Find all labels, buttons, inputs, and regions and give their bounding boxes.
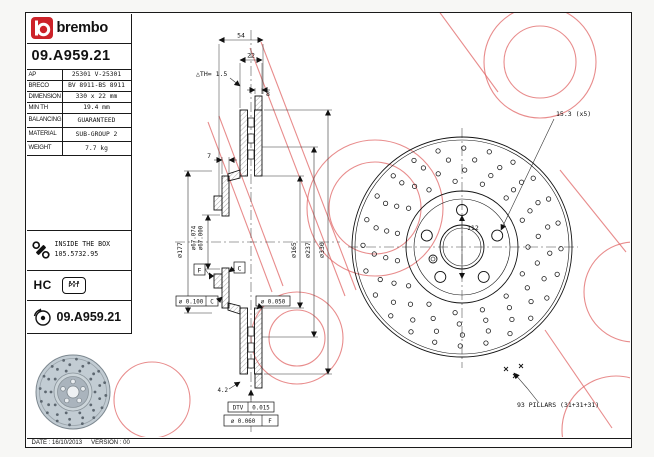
pvt-dots [68,280,79,283]
footer-date: DATE : 16/10/2013 [31,439,83,446]
spec-label: BRECO [27,80,63,91]
panel-spacer [26,156,131,231]
pin-hole [428,254,438,264]
spec-label: MIN TH [27,102,63,113]
dim-pcd: 112 [467,224,479,232]
footer-bar: DATE : 16/10/2013 VERSION : 00 [26,437,631,447]
svg-text:C: C [210,300,214,306]
svg-text:DTV: DTV [233,406,244,412]
svg-text:0.015: 0.015 [252,406,270,412]
spec-label: MATERIAL [27,127,63,141]
drilled-holes [360,145,564,349]
spec-value: BV 8911-BS 8911 [68,82,125,89]
svg-text:⌀ 0.060: ⌀ 0.060 [231,419,256,425]
box-label-part-number: 09.A959.21 [56,309,122,324]
datum-f-triangle [209,272,214,280]
brembo-logo-icon [30,17,53,39]
part-number-row: 09.A959.21 [26,44,131,70]
datum-c-flag: C [238,264,242,272]
dim-vane-gap: 8 [266,90,270,98]
hat-flange-edge [413,198,511,296]
brand-wordmark: brembo [56,20,109,36]
dia-bore-min: ⌀67.000 [199,225,205,250]
dim-plate: 4.2 [218,388,228,394]
dim-thickness: 22 [247,52,255,60]
spec-value: 25301 V-25301 [71,71,122,78]
wrench-icon [31,241,50,259]
tolerance-frame-flatness: ⌀ 0.050 [255,295,291,310]
pillars-note: 93 PILLARS (31+31+31) [517,401,599,409]
disc-thumbnail [35,354,111,430]
spec-value: 330 x 22 mm [75,93,118,100]
dia-friction-inner: ⌀165 [290,242,298,258]
box-label-row: 09.A959.21 [27,301,131,333]
spec-row-weight: WEIGHT 7.7 kg [26,141,131,156]
part-number: 09.A959.21 [31,48,111,64]
pvt-badge-icon: PVT [61,276,86,294]
spec-row-breco: BRECO BV 8911-BS 8911 [26,80,131,92]
dim-hat-wall: 7 [207,152,211,160]
badges-row: HC PVT [26,271,131,301]
dia-vane-inner: ⌀237 [304,242,312,258]
spec-row-ap: AP 25301 V-25301 [26,69,131,81]
inside-the-box-code: 105.5732.95 [54,250,99,258]
dtv-frame: DTV 0.015 [227,389,275,413]
front-view: 112 15.3 (x5) 93 PILLARS (31+31+31) [348,110,599,409]
inside-the-box-row: INSIDE THE BOX 105.5732.95 [26,231,131,271]
pvt-badge-label: PVT [68,282,80,289]
disc-outer-edge [351,136,573,358]
spec-label: BALANCING [27,113,63,127]
spec-row-material: MATERIAL SUB-GROUP 2 [26,127,131,142]
svg-text:⌀ 0.050: ⌀ 0.050 [261,300,286,306]
spec-value: SUB-GROUP 2 [75,130,118,138]
dim-overall-width: 54 [237,32,245,40]
svg-text:⌀ 0.100: ⌀ 0.100 [179,300,204,306]
spec-row-min-th: MIN TH 19.4 mm [26,102,131,114]
spec-label: AP [27,69,63,80]
brand-header: brembo [26,14,131,44]
friction-inner-edge [405,190,519,304]
spec-value: 7.7 kg [85,144,108,152]
svg-text:F: F [268,419,272,425]
spec-value: GUARANTEED [77,116,116,124]
brembo-watermark [113,13,630,437]
disc-cross-section [213,95,263,389]
dia-hat-flange: ⌀177 [176,242,184,258]
thumb-bolt-holes [60,378,86,404]
inside-the-box-label: INSIDE THE BOX [54,240,111,249]
section-view: 54 22 △TH= 1.5 8 7 ⌀177 ⌀67.074 ⌀67.000 … [175,30,340,432]
min-thickness-note: △TH= 1.5 [196,70,227,78]
hc-badge: HC [33,278,52,292]
thumb-bore [66,385,80,399]
spec-value: 19.4 mm [83,104,110,111]
spec-label: DIMENSION [28,91,63,102]
bolt-holes [420,204,504,283]
datum-f-flag: F [198,266,202,274]
spec-row-dimension: DIMENSION 330 x 22 mm [26,91,131,103]
spec-row-balancing: BALANCING GUARANTEED [26,113,131,128]
spec-label: WEIGHT [27,141,63,155]
info-panel: brembo 09.A959.21 AP 25301 V-25301 BRECO… [26,13,132,334]
thumb-holes [38,357,108,427]
footer-version: VERSION : 00 [91,439,130,446]
runout-frame: ⌀ 0.060 F [223,414,279,427]
dia-bore-max: ⌀67.074 [192,225,198,250]
disc-rotation-icon [33,307,51,326]
bolt-hole-note: 15.3 (x5) [556,110,591,118]
pillar-marks [503,363,524,379]
tolerance-frame-position: ⌀ 0.100 C [175,295,223,307]
dia-outer: ⌀330 [318,242,326,258]
